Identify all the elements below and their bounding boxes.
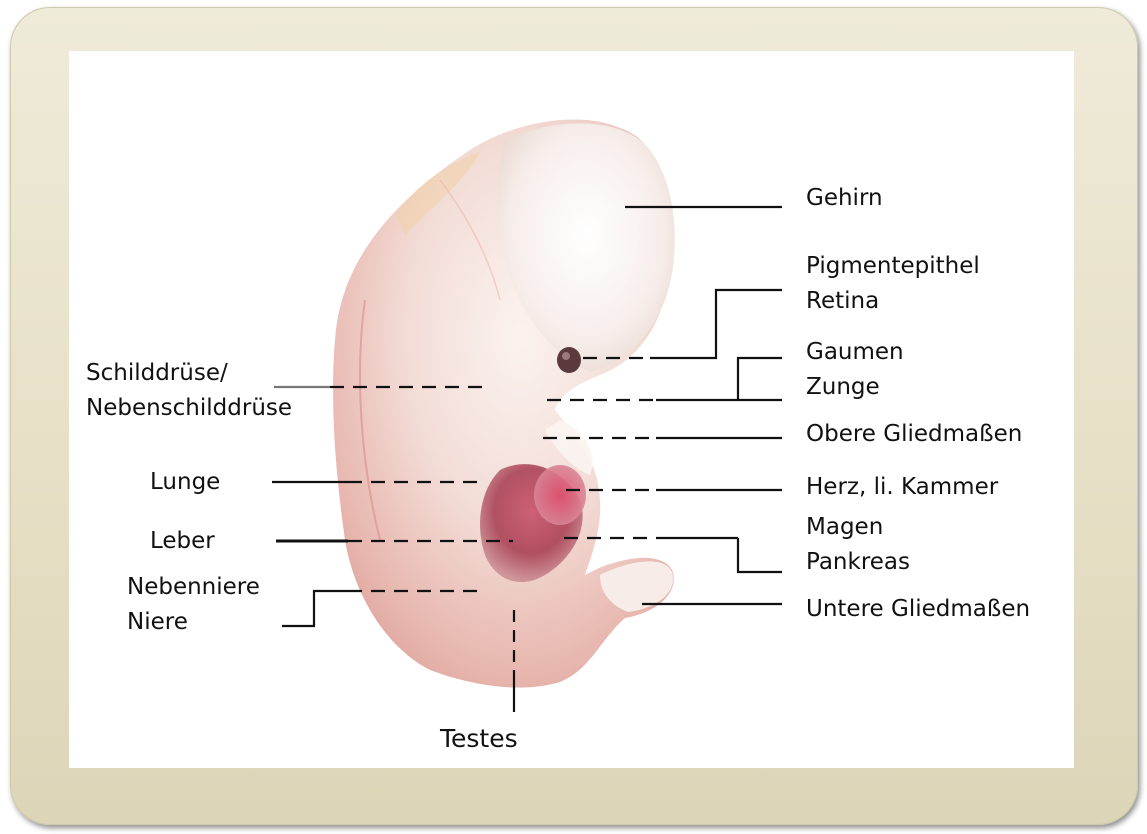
label-pigmentepithel-retina: Pigmentepithel Retina: [806, 249, 980, 319]
label-gehirn: Gehirn: [806, 185, 883, 211]
label-schilddruese: Schilddrüse/ Nebenschilddrüse: [86, 356, 292, 426]
label-retina: Retina: [806, 288, 880, 314]
label-nebenniere: Nebenniere: [127, 574, 260, 600]
label-magen-pankreas: Magen Pankreas: [806, 510, 910, 580]
label-lunge: Lunge: [150, 469, 221, 495]
label-magen: Magen: [806, 514, 884, 540]
label-niere: Niere: [127, 609, 188, 635]
label-gaumen: Gaumen: [806, 339, 904, 365]
label-nebenniere-niere: Nebenniere Niere: [127, 570, 260, 640]
leader-lines: [272, 205, 782, 712]
label-pigmentepithel: Pigmentepithel: [806, 253, 980, 279]
label-pankreas: Pankreas: [806, 549, 911, 575]
label-schilddruese-line1: Schilddrüse/: [86, 360, 228, 386]
label-nebenschilddruese: Nebenschilddrüse: [86, 395, 293, 421]
label-zunge: Zunge: [806, 374, 880, 400]
embryo-body: [333, 119, 675, 688]
label-leber: Leber: [150, 528, 215, 554]
label-herz: Herz, li. Kammer: [806, 474, 999, 500]
label-untere-gliedmassen: Untere Gliedmaßen: [806, 596, 1031, 622]
label-obere-gliedmassen: Obere Gliedmaßen: [806, 421, 1023, 447]
label-testes: Testes: [440, 724, 518, 753]
label-gaumen-zunge: Gaumen Zunge: [806, 335, 904, 405]
